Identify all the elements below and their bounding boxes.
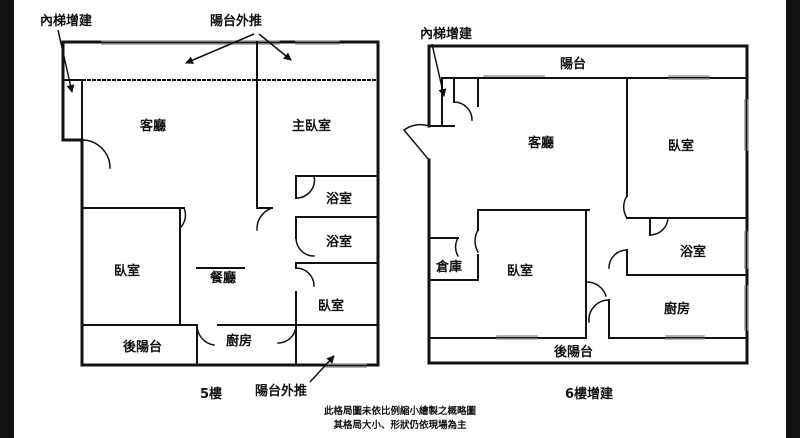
floor5-door-swings xyxy=(81,139,316,346)
floor5-outer-walls xyxy=(61,40,380,367)
floor6-kitchen-label: 廚房 xyxy=(664,301,690,317)
floor6-bedroom-mid-label: 臥室 xyxy=(507,263,533,279)
floor6-storage-label: 倉庫 xyxy=(435,259,462,275)
floor6-living-room-label: 客廳 xyxy=(528,135,554,151)
floor5-stair-callout: 內梯增建 xyxy=(40,13,92,29)
floor5-bath1-label: 浴室 xyxy=(326,191,352,207)
floor5-stair-callout-arrow xyxy=(57,29,75,93)
floor6-plan xyxy=(402,44,749,365)
floor6-caption: 6樓增建 xyxy=(565,386,613,402)
floor5-balcony-arrow-right xyxy=(258,33,292,61)
floor-plan-drawing: 內梯增建 陽台外推 客廳 主臥室 浴室 浴室 臥室 餐廳 臥室 後陽台 廚房 陽… xyxy=(40,13,749,431)
floor5-plan xyxy=(61,40,380,368)
floor5-balcony-arrow-left xyxy=(185,33,255,64)
floor5-interior-walls xyxy=(81,41,379,366)
floor5-back-balcony-label: 後陽台 xyxy=(123,339,162,355)
floor6-bath-label: 浴室 xyxy=(680,244,706,260)
floor6-balcony-label: 陽台 xyxy=(560,56,586,72)
floor5-bath2-label: 浴室 xyxy=(326,234,352,250)
floor5-caption: 5樓 xyxy=(200,386,222,402)
floor6-windows xyxy=(483,75,749,340)
floor5-balcony-callout-top: 陽台外推 xyxy=(210,13,262,29)
right-border-strip xyxy=(786,0,800,438)
floor6-stair-callout: 內梯增建 xyxy=(420,26,472,42)
floor6-back-balcony-label: 後陽台 xyxy=(554,344,593,360)
floor5-stair-shaft xyxy=(62,79,83,141)
floor6-door-swings xyxy=(402,101,669,323)
left-border-strip xyxy=(0,0,14,438)
floor5-balcony-arrow-bottom xyxy=(309,355,335,383)
floor6-bedroom-top-label: 臥室 xyxy=(668,138,694,154)
floor6-outer-walls xyxy=(427,44,749,365)
floor5-master-bedroom-label: 主臥室 xyxy=(292,118,331,134)
disclaimer-line2: 其格局大小、形狀仍依現場為主 xyxy=(333,419,467,431)
floor6-interior-walls xyxy=(428,77,748,339)
floor5-balcony-callout-bottom: 陽台外推 xyxy=(255,383,307,399)
floor5-bedroom-right-label: 臥室 xyxy=(318,298,344,314)
floor5-dining-label: 餐廳 xyxy=(209,270,236,286)
floor5-windows xyxy=(101,40,367,368)
floor5-kitchen-label: 廚房 xyxy=(226,333,252,349)
floor6-stair-callout-arrow xyxy=(431,43,447,97)
floor5-living-room-label: 客廳 xyxy=(140,118,166,134)
floor5-bedroom-left-label: 臥室 xyxy=(114,263,140,279)
disclaimer-line1: 此格局圖未依比例縮小繪製之概略圖 xyxy=(324,405,476,417)
